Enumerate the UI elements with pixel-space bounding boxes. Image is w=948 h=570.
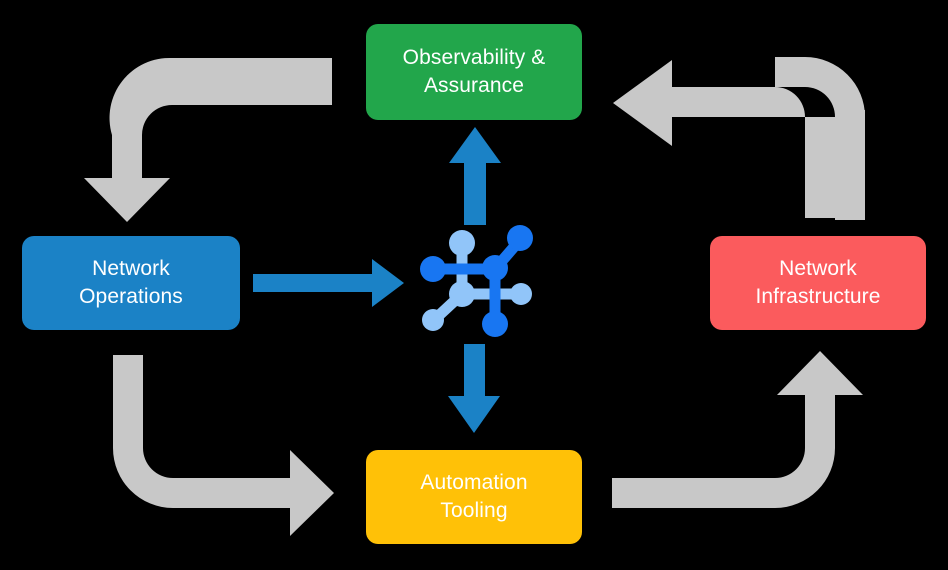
network-icon-nodes <box>420 225 533 337</box>
node-label-network-operations: Network Operations <box>79 257 183 308</box>
blue-arrow-operations-to-center <box>253 259 404 307</box>
node-label-observability: Observability & Assurance <box>402 46 546 97</box>
network-node-bottom-left <box>422 309 444 331</box>
grey-arrow-infrastructure-vertical <box>835 110 865 220</box>
node-label-automation-tooling: Automation Tooling <box>420 471 528 522</box>
grey-arrow-infrastructure-corner <box>775 57 865 117</box>
network-node-center-hub <box>482 255 508 281</box>
node-box-network-infrastructure[interactable]: Network Infrastructure <box>710 236 926 330</box>
grey-arrow-observability-to-operations <box>84 57 332 223</box>
network-node-top-left <box>449 230 475 256</box>
node-box-network-operations[interactable]: Network Operations <box>22 236 240 330</box>
blue-arrow-center-to-automation <box>448 344 500 433</box>
blue-arrow-center-to-observability <box>449 127 501 225</box>
node-label-network-infrastructure: Network Infrastructure <box>755 257 881 308</box>
node-box-observability[interactable]: Observability & Assurance <box>366 24 582 120</box>
network-node-top-right <box>507 225 533 251</box>
grey-arrow-automation-to-infrastructure <box>612 351 863 508</box>
network-node-mid-left <box>449 281 475 307</box>
network-node-bottom <box>482 311 508 337</box>
grey-arrow-operations-to-automation <box>113 355 334 536</box>
network-node-right-small <box>510 283 532 305</box>
grey-arrow-infrastructure-to-observability <box>613 60 835 218</box>
node-box-automation-tooling[interactable]: Automation Tooling <box>366 450 582 544</box>
network-node-left <box>420 256 446 282</box>
